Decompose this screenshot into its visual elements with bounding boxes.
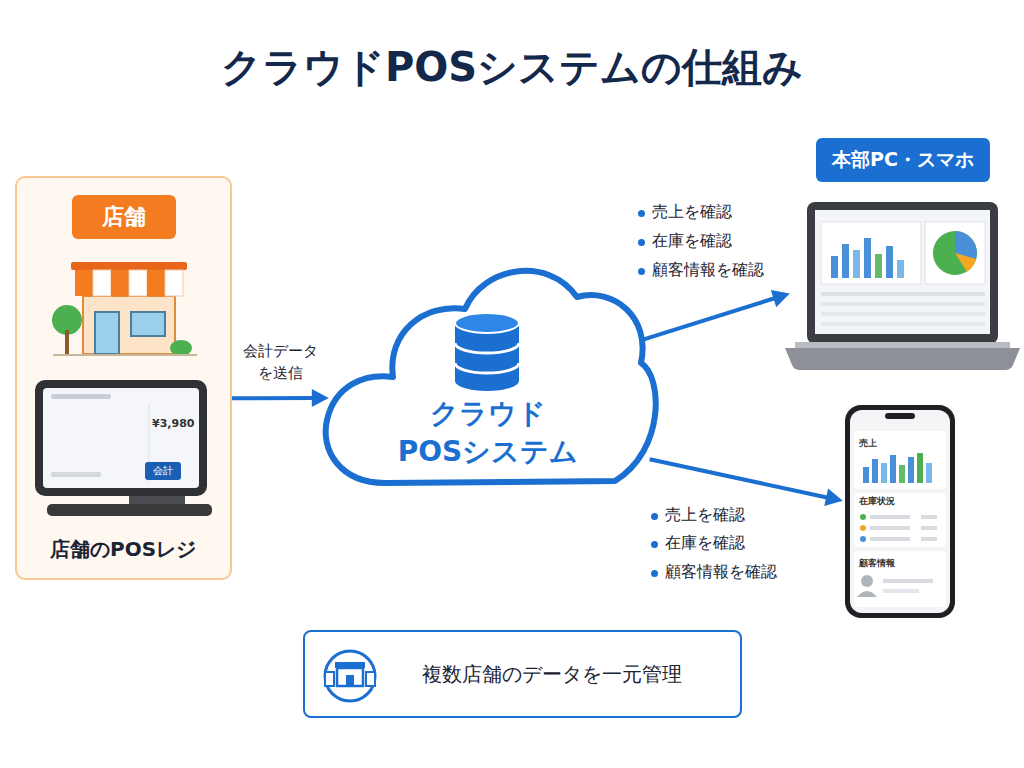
bullet-text: 顧客情報を確認 bbox=[665, 562, 777, 583]
phone-screen-text: 在庫状況 bbox=[859, 495, 895, 508]
bullet-dot bbox=[638, 210, 645, 217]
bullet-dot bbox=[651, 541, 658, 548]
cloud-shape: クラウド POSシステム bbox=[315, 245, 660, 500]
store-heading-pill: 店舗 bbox=[72, 195, 176, 239]
bullet-dot bbox=[651, 513, 658, 520]
edge-label: 会計データ を送信 bbox=[232, 341, 328, 385]
summary-text: 複数店舗のデータを一元管理 bbox=[422, 661, 682, 688]
bullet-text: 在庫を確認 bbox=[652, 231, 732, 252]
bullet-dot bbox=[638, 239, 645, 246]
bullet-text: 売上を確認 bbox=[652, 202, 732, 223]
store-panel: 店舗店舗のPOSレジ bbox=[15, 176, 232, 580]
summary-box: 複数店舗のデータを一元管理 bbox=[303, 630, 742, 718]
bullet-text: 顧客情報を確認 bbox=[652, 260, 764, 281]
connector-arrow bbox=[636, 290, 790, 342]
connector-arrow bbox=[650, 459, 843, 506]
phone-device-art bbox=[845, 405, 955, 618]
laptop-device-art bbox=[785, 200, 1020, 370]
laptop-device: 本部PC・スマホ bbox=[785, 200, 1020, 370]
bullet-text: 在庫を確認 bbox=[665, 533, 745, 554]
price-text: ¥3,980 bbox=[152, 417, 194, 430]
checkout-button: 会計 bbox=[145, 462, 181, 480]
connector-line bbox=[232, 396, 314, 400]
device-heading-pill: 本部PC・スマホ bbox=[816, 138, 990, 182]
title: クラウドPOSシステムの仕組み bbox=[0, 40, 1024, 95]
connector-arrow bbox=[232, 389, 329, 407]
bullet-dot bbox=[651, 570, 658, 577]
connector-line bbox=[636, 298, 776, 342]
phone-screen-text: 売上 bbox=[859, 437, 877, 450]
bullet-dot bbox=[638, 268, 645, 275]
phone-device: 売上在庫状況顧客情報 bbox=[845, 405, 955, 618]
arrow-head bbox=[312, 389, 329, 407]
cloud-label: クラウド POSシステム bbox=[363, 395, 613, 471]
bullet-text: 売上を確認 bbox=[665, 505, 745, 526]
register-caption: 店舗のPOSレジ bbox=[50, 536, 196, 563]
connector-line bbox=[650, 459, 828, 497]
phone-screen-text: 顧客情報 bbox=[859, 557, 895, 570]
